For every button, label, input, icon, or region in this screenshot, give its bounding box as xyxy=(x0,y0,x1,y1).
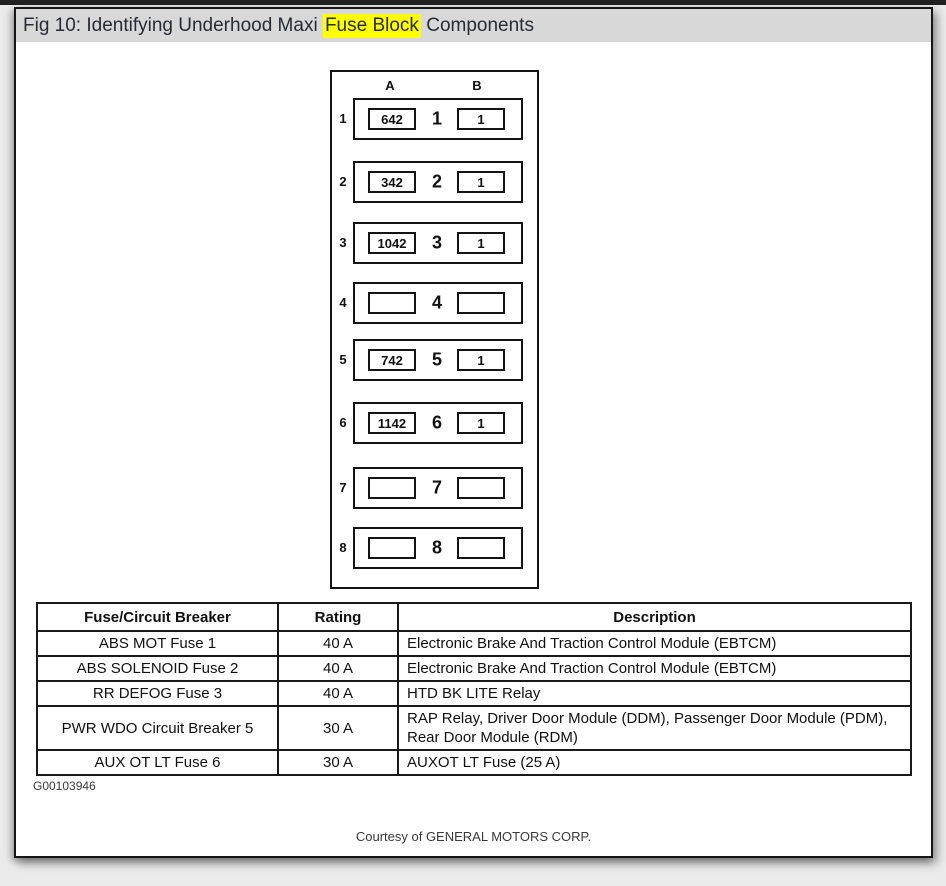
fuse-2-circuit-box: 342 xyxy=(368,171,416,193)
figure-title-suffix: Components xyxy=(420,14,534,36)
figure-id: G00103946 xyxy=(33,779,96,793)
fuse-7-cavity-box xyxy=(457,477,505,499)
fuse-slot-group-7: 7 xyxy=(353,467,523,509)
fuse-3-circuit-box: 1042 xyxy=(368,232,416,254)
fuse-3-cavity-box: 1 xyxy=(457,232,505,254)
table-cell: AUX OT LT Fuse 6 xyxy=(36,749,279,776)
table-cell: 30 A xyxy=(277,749,399,776)
table-cell: 40 A xyxy=(277,630,399,657)
figure-title-highlight: Fuse Block xyxy=(322,13,421,38)
column-a-label: A xyxy=(385,78,395,93)
row-7-position-label: 7 xyxy=(339,480,347,495)
fuse-2-number: 2 xyxy=(431,171,442,192)
fuse-8-cavity-box xyxy=(457,537,505,559)
table-cell: PWR WDO Circuit Breaker 5 xyxy=(36,705,279,751)
table-cell: RR DEFOG Fuse 3 xyxy=(36,680,279,707)
table-cell: 40 A xyxy=(277,655,399,682)
row-5-position-label: 5 xyxy=(339,352,347,367)
window-top-edge xyxy=(0,0,946,5)
column-b-label: B xyxy=(472,78,482,93)
table-header-cell: Description xyxy=(397,602,912,632)
row-2-position-label: 2 xyxy=(339,174,347,189)
courtesy-note: Courtesy of GENERAL MOTORS CORP. xyxy=(355,829,592,844)
fuse-1-number: 1 xyxy=(431,108,442,129)
fuse-1-cavity-box: 1 xyxy=(457,108,505,130)
fuse-8-circuit-box xyxy=(368,537,416,559)
fuse-7-circuit-box xyxy=(368,477,416,499)
row-8-position-label: 8 xyxy=(339,540,347,555)
fuse-2-cavity-box: 1 xyxy=(457,171,505,193)
fuse-slot-group-8: 8 xyxy=(353,527,523,569)
table-cell: AUXOT LT Fuse (25 A) xyxy=(397,749,912,776)
table-cell: ABS MOT Fuse 1 xyxy=(36,630,279,657)
table-cell: Electronic Brake And Traction Control Mo… xyxy=(397,630,912,657)
row-3-position-label: 3 xyxy=(339,235,347,250)
fuse-7-number: 7 xyxy=(431,477,442,498)
fuse-6-circuit-box: 1142 xyxy=(368,412,416,434)
fuse-6-number: 6 xyxy=(431,412,442,433)
fuse-5-number: 5 xyxy=(431,349,442,370)
fuse-1-circuit-box: 642 xyxy=(368,108,416,130)
fuse-4-cavity-box xyxy=(457,292,505,314)
figure-document-page: Fig 10: Identifying Underhood Maxi Fuse … xyxy=(14,7,933,858)
figure-title-prefix: Fig 10: Identifying Underhood Maxi xyxy=(23,14,323,36)
fuse-3-number: 3 xyxy=(431,232,442,253)
table-cell: RAP Relay, Driver Door Module (DDM), Pas… xyxy=(397,705,912,751)
table-header-cell: Rating xyxy=(277,602,399,632)
table-cell: 40 A xyxy=(277,680,399,707)
fuse-5-circuit-box: 742 xyxy=(368,349,416,371)
table-cell: Electronic Brake And Traction Control Mo… xyxy=(397,655,912,682)
fuse-4-circuit-box xyxy=(368,292,416,314)
row-6-position-label: 6 xyxy=(339,415,347,430)
table-cell: 30 A xyxy=(277,705,399,751)
table-cell: ABS SOLENOID Fuse 2 xyxy=(36,655,279,682)
fuse-5-cavity-box: 1 xyxy=(457,349,505,371)
fuse-slot-group-4: 4 xyxy=(353,282,523,324)
table-cell: HTD BK LITE Relay xyxy=(397,680,912,707)
row-1-position-label: 1 xyxy=(339,111,347,126)
figure-title-bar: Fig 10: Identifying Underhood Maxi Fuse … xyxy=(16,9,931,42)
fuse-6-cavity-box: 1 xyxy=(457,412,505,434)
fuse-4-number: 4 xyxy=(431,292,442,313)
table-header-cell: Fuse/Circuit Breaker xyxy=(36,602,279,632)
fuse-8-number: 8 xyxy=(431,537,442,558)
row-4-position-label: 4 xyxy=(339,295,347,310)
